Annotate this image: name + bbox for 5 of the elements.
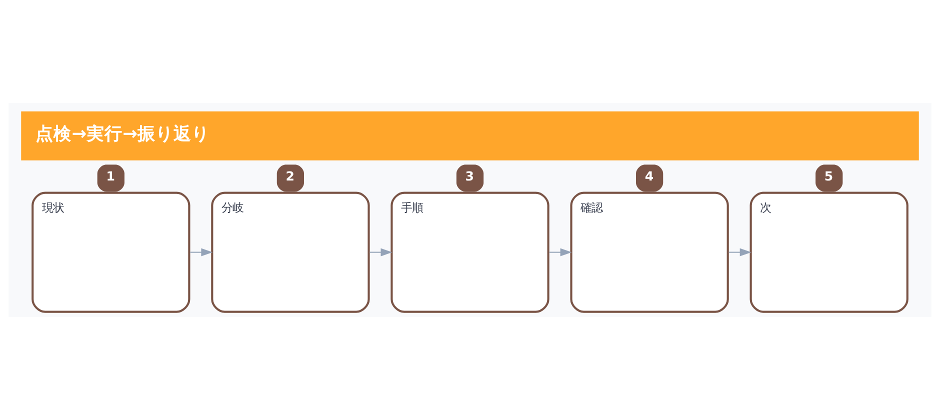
arrow (370, 248, 392, 256)
arrow (728, 248, 752, 256)
arrow (190, 248, 213, 256)
arrow (549, 248, 572, 256)
diagram-title: 点検→実行→振り返り (36, 124, 210, 145)
